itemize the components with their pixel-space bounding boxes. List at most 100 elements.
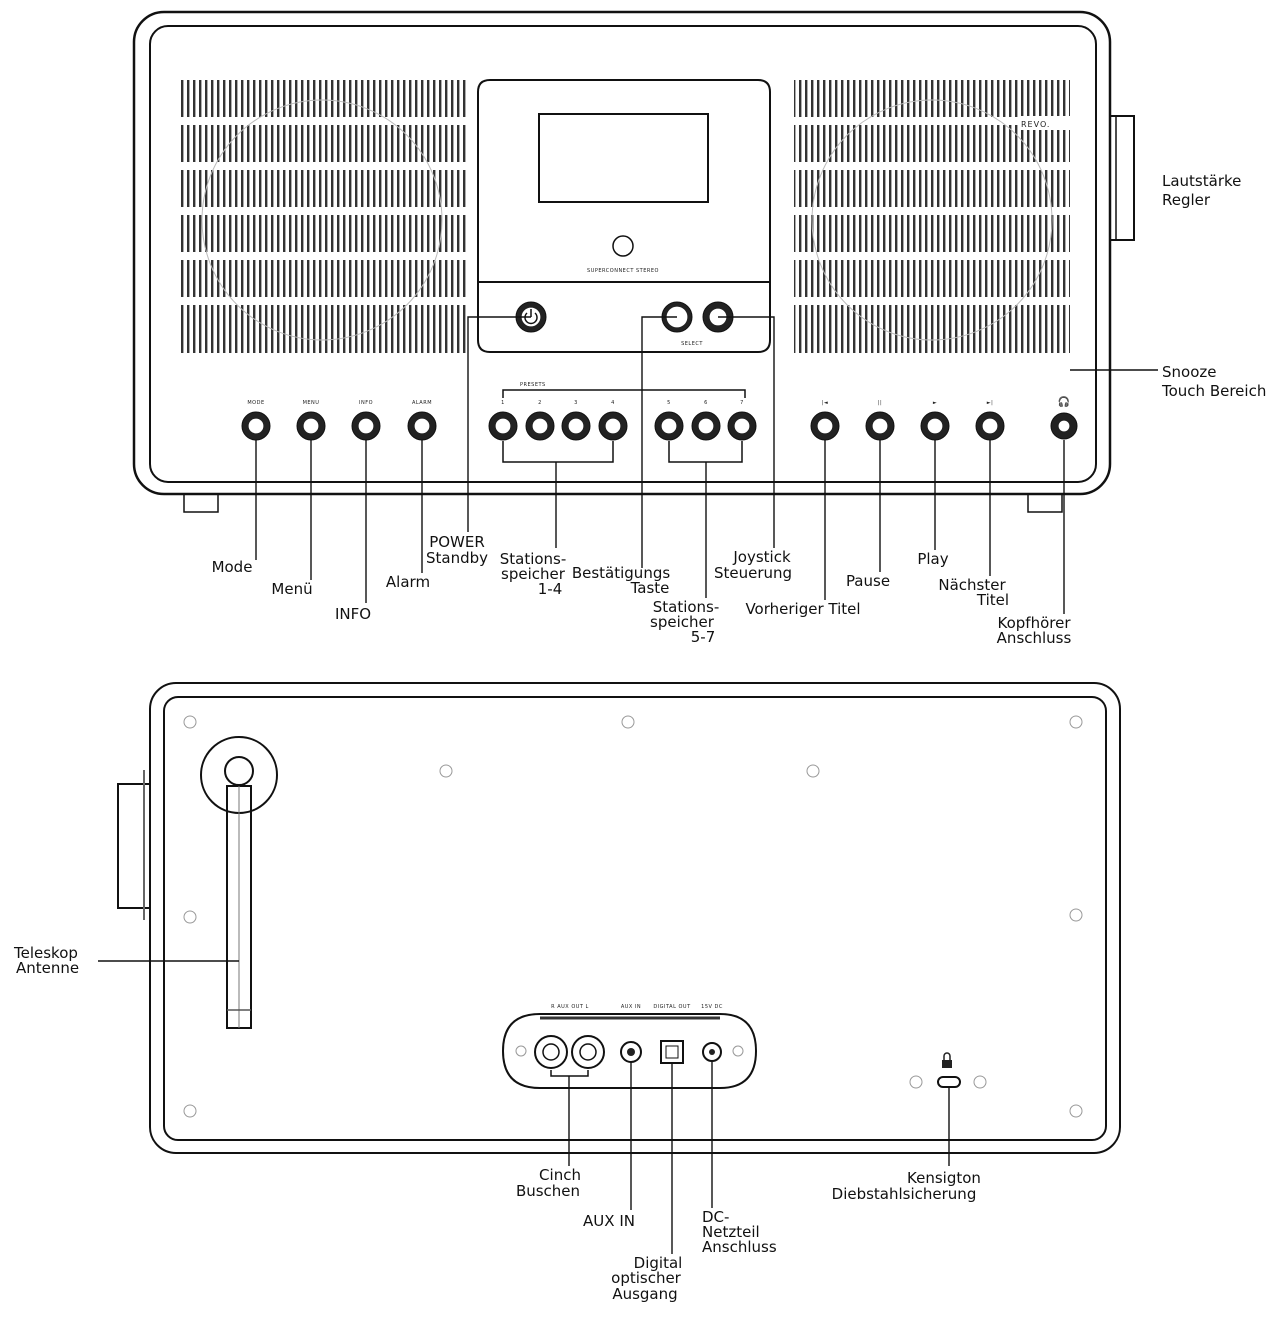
connector-panel: R AUX OUT L AUX IN DIGITAL OUT 15V DC <box>501 1004 758 1089</box>
label-digital-line3: Ausgang <box>612 1285 677 1303</box>
mode-button[interactable] <box>241 411 271 441</box>
label-snooze-line2: Touch Bereich <box>1161 382 1266 400</box>
back-screws <box>183 715 1083 1118</box>
label-headphone-line1: Kopfhörer <box>998 614 1072 632</box>
front-body-outline <box>132 10 1112 496</box>
aux-in-jack[interactable] <box>620 1041 642 1063</box>
select-label: SELECT <box>681 341 703 347</box>
menu-button[interactable] <box>296 411 326 441</box>
label-digital-line1: Digital <box>634 1254 683 1272</box>
preset-button-6[interactable] <box>691 411 721 441</box>
label-mode: Mode <box>212 558 253 576</box>
port-caption-rca: R AUX OUT L <box>551 1004 589 1010</box>
label-dc-line2: Netzteil <box>702 1223 760 1241</box>
volume-knob[interactable] <box>1109 115 1135 241</box>
label-presets-1-4-line1: Stations- <box>500 550 567 568</box>
button-caption-alarm: ALARM <box>412 400 432 406</box>
preset-number-5: 5 <box>667 400 671 406</box>
info-button[interactable] <box>351 411 381 441</box>
label-headphone-line2: Anschluss <box>997 629 1072 647</box>
label-power-line2: Standby <box>426 549 488 567</box>
label-dc-line1: DC- <box>702 1208 729 1226</box>
label-alarm: Alarm <box>386 573 430 591</box>
next-track-button[interactable] <box>975 411 1005 441</box>
alarm-button[interactable] <box>407 411 437 441</box>
front-foot-right <box>1027 493 1063 513</box>
pause-button[interactable] <box>865 411 895 441</box>
preset-button-4[interactable] <box>598 411 628 441</box>
label-prev: Vorheriger Titel <box>745 600 860 618</box>
port-caption-aux: AUX IN <box>621 1004 641 1010</box>
label-joystick-line2: Steuerung <box>714 564 792 582</box>
optical-out-port[interactable] <box>660 1040 684 1064</box>
preset-number-4: 4 <box>611 400 615 406</box>
next-icon: ►| <box>987 400 994 406</box>
back-volume-knob <box>117 783 151 909</box>
preset-number-3: 3 <box>574 400 578 406</box>
telescopic-antenna[interactable] <box>200 736 278 1029</box>
prev-track-button[interactable] <box>810 411 840 441</box>
preset-button-2[interactable] <box>525 411 555 441</box>
display-module: SUPERCONNECT STEREO SELECT <box>477 79 771 353</box>
button-caption-mode: MODE <box>247 400 264 406</box>
label-snooze-line1: Snooze <box>1162 363 1217 381</box>
pause-icon: || <box>878 400 882 406</box>
back-body-outline <box>149 682 1121 1154</box>
front-panel <box>149 25 1097 483</box>
button-caption-info: INFO <box>359 400 373 406</box>
label-presets-5-7-line2: speicher <box>650 613 715 631</box>
port-caption-digital: DIGITAL OUT <box>653 1004 691 1010</box>
brand-logo: REVO. <box>1021 120 1050 129</box>
presets-label: PRESETS <box>520 382 546 388</box>
display-screen <box>538 113 709 203</box>
preset-number-1: 1 <box>501 400 505 406</box>
snooze-touch-sensor[interactable] <box>612 235 634 257</box>
label-volume-line2: Regler <box>1162 191 1211 209</box>
port-caption-dc: 15V DC <box>701 1004 723 1010</box>
front-foot-left <box>183 493 219 513</box>
label-volume-line1: Lautstärke <box>1162 172 1241 190</box>
back-view: R AUX OUT L AUX IN DIGITAL OUT 15V DC <box>13 682 1121 1303</box>
label-play: Play <box>917 550 948 568</box>
label-presets-5-7-line1: Stations- <box>653 598 720 616</box>
front-view: REVO. SUPERCONNECT STEREO SELECT <box>132 10 1266 647</box>
label-kensington-line1: Kensigton <box>907 1169 981 1187</box>
back-panel <box>163 696 1107 1141</box>
label-presets-1-4-line3: 1-4 <box>538 580 563 598</box>
label-digital-line2: optischer <box>611 1269 682 1287</box>
label-menu: Menü <box>271 580 312 598</box>
preset-button-5[interactable] <box>654 411 684 441</box>
label-dc-line3: Anschluss <box>702 1238 777 1256</box>
dc-power-jack[interactable] <box>702 1042 722 1062</box>
preset-button-7[interactable] <box>727 411 757 441</box>
headphone-jack[interactable] <box>1050 412 1078 440</box>
model-label: SUPERCONNECT STEREO <box>587 268 659 274</box>
prev-icon: |◄ <box>822 400 829 406</box>
preset-button-1[interactable] <box>488 411 518 441</box>
kensington-slot[interactable] <box>937 1052 961 1088</box>
play-button[interactable] <box>920 411 950 441</box>
label-info: INFO <box>335 605 371 623</box>
label-presets-5-7-line3: 5-7 <box>691 628 716 646</box>
label-cinch-line2: Buschen <box>516 1182 580 1200</box>
label-presets-1-4-line2: speicher <box>501 565 566 583</box>
preset-number-2: 2 <box>538 400 542 406</box>
label-pause: Pause <box>846 572 890 590</box>
rca-jack-left[interactable] <box>571 1035 605 1069</box>
label-confirm-line1: Bestätigungs <box>572 564 671 582</box>
label-aux-in: AUX IN <box>583 1212 635 1230</box>
label-power-line1: POWER <box>429 533 485 551</box>
label-kensington-line2: Diebstahlsicherung <box>832 1185 977 1203</box>
label-antenna-line1: Teleskop <box>13 944 78 962</box>
label-antenna-line2: Antenne <box>16 959 79 977</box>
speaker-grille-right: REVO. <box>794 80 1070 353</box>
label-next-line1: Nächster <box>938 576 1006 594</box>
label-confirm-line2: Taste <box>630 579 670 597</box>
button-caption-menu: MENU <box>303 400 320 406</box>
headphone-icon: 🎧 <box>1058 395 1070 408</box>
play-icon: ► <box>933 400 937 406</box>
preset-number-7: 7 <box>740 400 744 406</box>
rca-jack-right[interactable] <box>534 1035 568 1069</box>
preset-button-3[interactable] <box>561 411 591 441</box>
